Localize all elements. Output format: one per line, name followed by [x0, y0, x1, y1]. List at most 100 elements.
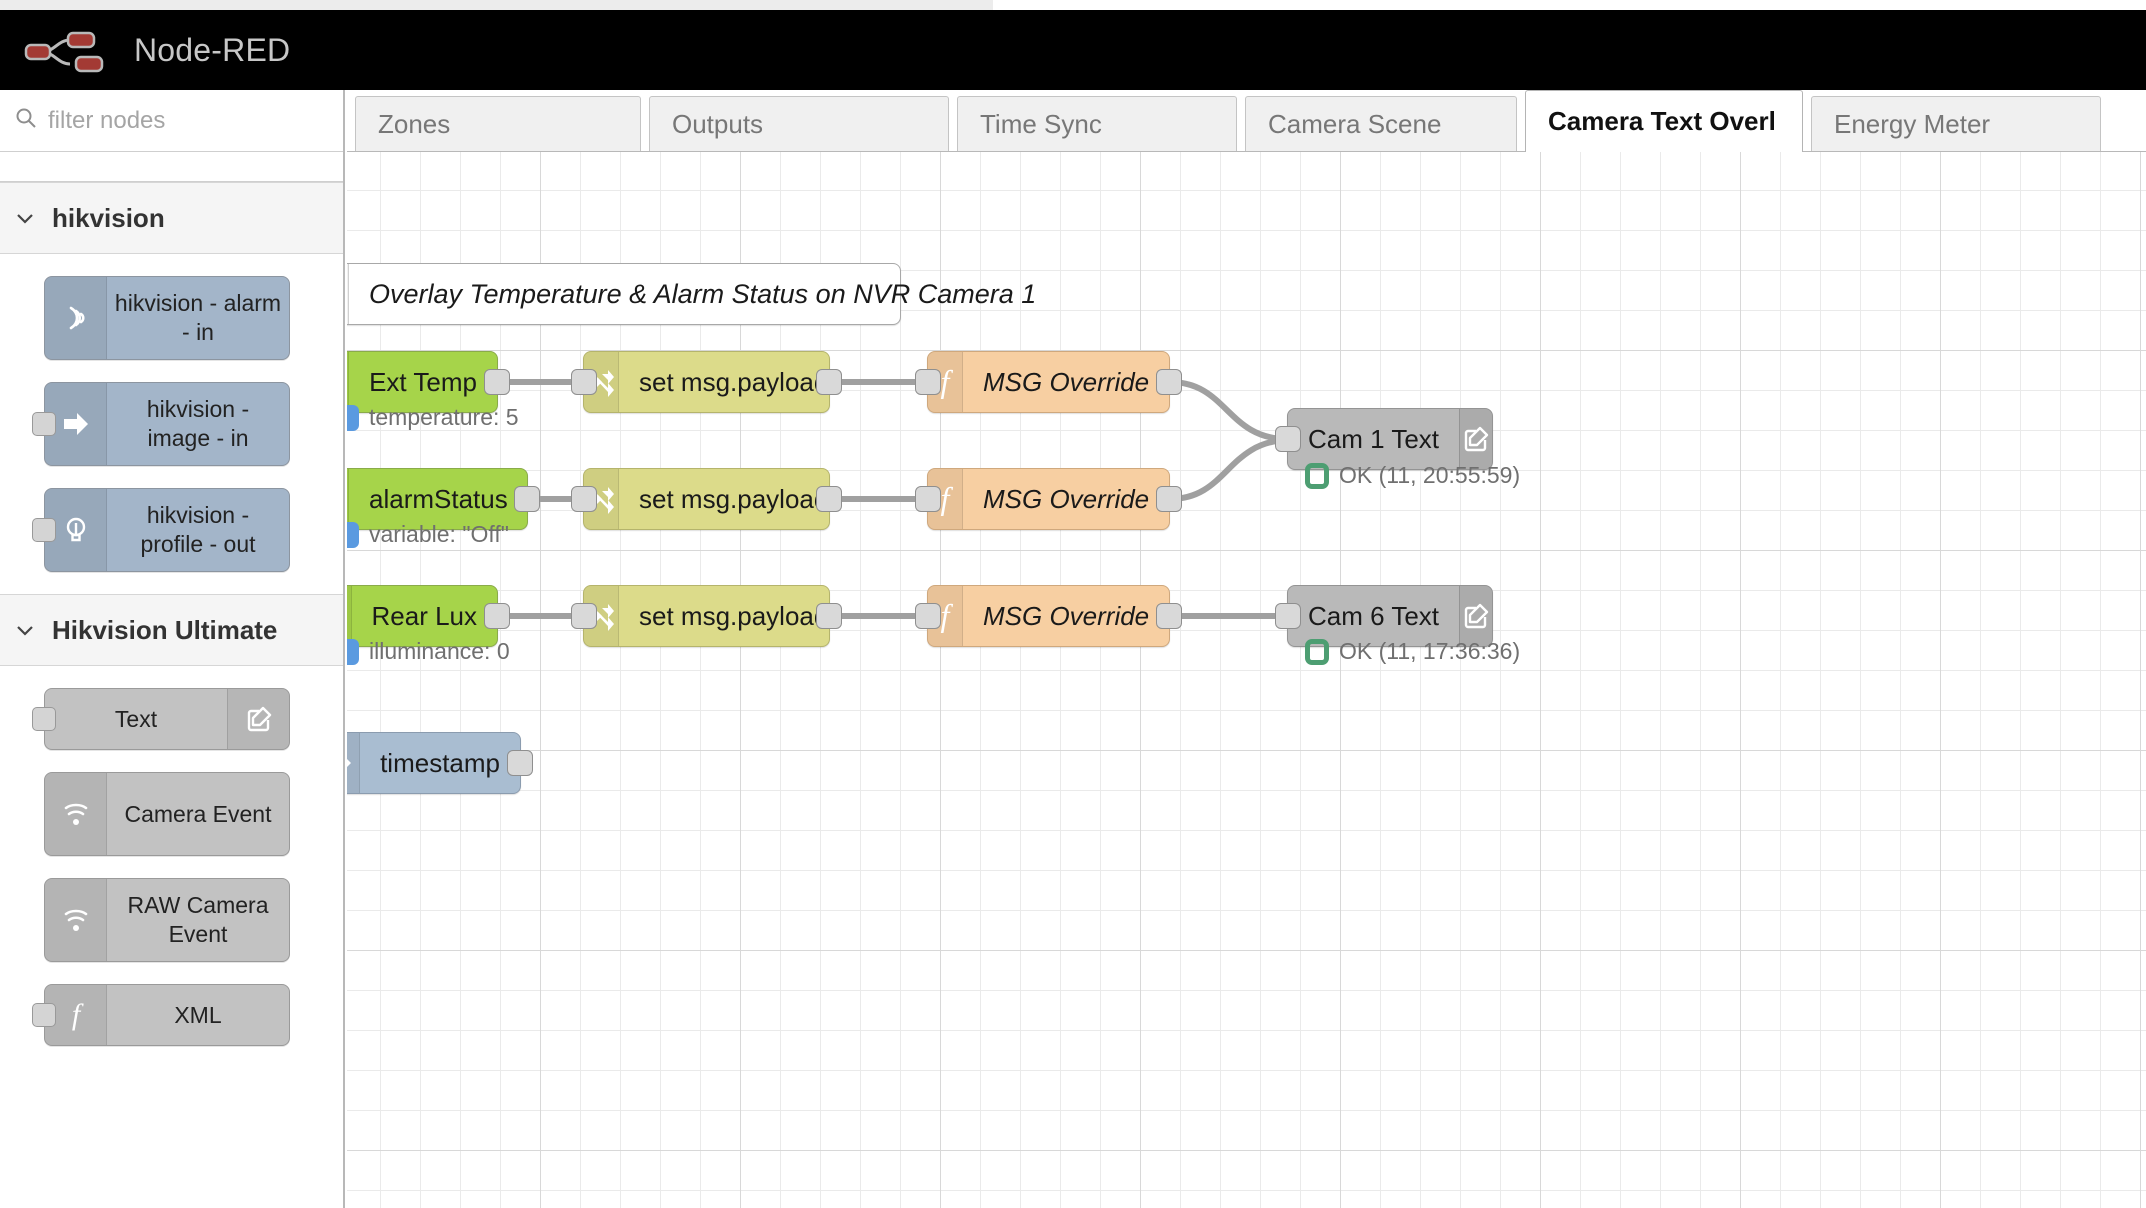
node-label: timestamp	[380, 747, 500, 778]
node-output-port[interactable]	[514, 486, 540, 512]
change-node-row-2[interactable]: set msg.payload	[571, 468, 842, 530]
palette-node-label: hikvision - alarm - in	[114, 290, 282, 345]
search-input[interactable]	[48, 106, 358, 135]
tab-time-sync[interactable]: Time Sync	[957, 96, 1237, 151]
signal-wave-icon	[347, 352, 350, 412]
tab-camera-scene[interactable]: Camera Scene	[1245, 96, 1517, 151]
svg-text:f: f	[71, 998, 83, 1031]
node-input-port[interactable]	[571, 369, 597, 395]
source-node-alarm-status[interactable]: alarmStatus	[347, 468, 540, 530]
node-status-rear-lux: illuminance: 0	[347, 638, 510, 665]
source-node-ext-temp[interactable]: Ext Temp	[347, 351, 510, 413]
signal-wave-icon	[45, 277, 107, 359]
node-output-port[interactable]	[1156, 369, 1182, 395]
node-input-port[interactable]	[915, 369, 941, 395]
wifi-icon	[45, 879, 107, 961]
tab-zones[interactable]: Zones	[355, 96, 641, 151]
palette-node-hikvision-profile-out[interactable]: hikvision - profile - out	[32, 488, 290, 572]
node-label: set msg.payload	[639, 483, 829, 514]
node-label: Ext Temp	[369, 366, 477, 397]
function-node-row-2[interactable]: f MSG Override	[915, 468, 1182, 530]
palette-category-hikvision[interactable]: hikvision	[0, 182, 343, 254]
node-label: MSG Override	[983, 600, 1150, 631]
node-input-port[interactable]	[32, 1003, 56, 1027]
svg-text:f: f	[941, 365, 954, 399]
node-output-port[interactable]	[1156, 603, 1182, 629]
palette-node-label: hikvision - image - in	[146, 396, 250, 451]
node-input-port[interactable]	[32, 707, 56, 731]
app-header: Node-RED	[0, 10, 2146, 90]
node-output-port[interactable]	[816, 486, 842, 512]
palette-node-label: Camera Event	[124, 800, 272, 827]
comment-text: Overlay Temperature & Alarm Status on NV…	[369, 278, 1037, 309]
function-node-row-1[interactable]: f MSG Override	[915, 351, 1182, 413]
source-node-rear-lux[interactable]: Rear Lux	[347, 585, 510, 647]
status-text: temperature: 5	[369, 404, 519, 430]
node-status-ext-temp: temperature: 5	[347, 404, 519, 431]
flow-wires	[495, 379, 1290, 619]
edit-pencil-icon[interactable]	[1459, 409, 1493, 469]
node-label: Cam 6 Text	[1308, 600, 1440, 631]
status-text: variable: "Off"	[369, 521, 509, 547]
node-input-port[interactable]	[571, 486, 597, 512]
app-title: Node-RED	[134, 31, 291, 68]
node-output-port[interactable]	[484, 603, 510, 629]
status-dot-blue	[347, 404, 359, 431]
function-node-row-3[interactable]: f MSG Override	[915, 585, 1182, 647]
node-palette: hikvision hikvision - alarm - in	[0, 90, 358, 1208]
svg-text:f: f	[941, 599, 954, 633]
node-input-port[interactable]	[1275, 603, 1301, 629]
change-node-row-1[interactable]: set msg.payload	[571, 351, 842, 413]
node-input-port[interactable]	[1275, 426, 1301, 452]
tab-camera-text-overlay[interactable]: Camera Text Overl	[1525, 90, 1803, 152]
comment-icon	[347, 264, 349, 324]
chevron-down-icon	[14, 619, 36, 641]
node-output-port[interactable]	[507, 750, 533, 776]
node-output-port[interactable]	[1156, 486, 1182, 512]
status-dot-blue	[347, 521, 359, 548]
palette-category-label: hikvision	[52, 202, 165, 233]
palette-node-label: XML	[174, 1001, 222, 1028]
node-output-port[interactable]	[816, 369, 842, 395]
node-label: alarmStatus	[369, 483, 508, 514]
palette-node-hikvision-alarm-in[interactable]: hikvision - alarm - in	[44, 276, 290, 360]
inject-node-timestamp[interactable]: timestamp	[347, 732, 533, 794]
palette-search-row[interactable]	[0, 90, 358, 152]
node-output-port[interactable]	[816, 603, 842, 629]
node-input-port[interactable]	[571, 603, 597, 629]
node-input-port[interactable]	[32, 412, 56, 436]
node-label: Cam 1 Text	[1308, 423, 1440, 454]
node-output-port[interactable]	[484, 369, 510, 395]
palette-category-body-hikvision-ultimate: Text Camera Event	[0, 666, 343, 1046]
node-red-logo	[24, 28, 124, 73]
edit-pencil-icon[interactable]	[1459, 586, 1493, 646]
sink-node-cam-1-text[interactable]: Cam 1 Text	[1275, 408, 1493, 470]
arrow-right-icon	[347, 733, 361, 793]
status-dot-blue	[347, 638, 359, 665]
node-label: set msg.payload	[639, 600, 829, 631]
edit-pencil-icon[interactable]	[227, 689, 289, 749]
tab-outputs[interactable]: Outputs	[649, 96, 949, 151]
flow-canvas[interactable]: Overlay Temperature & Alarm Status on NV…	[347, 152, 2146, 1208]
status-text: OK (11, 17:36:36)	[1339, 638, 1521, 664]
status-dot-green-ring	[1305, 462, 1329, 489]
palette-node-xml[interactable]: f XML	[32, 984, 290, 1046]
node-label: MSG Override	[983, 366, 1150, 397]
palette-node-hikvision-image-in[interactable]: hikvision - image - in	[32, 382, 290, 466]
palette-node-camera-event[interactable]: Camera Event	[44, 772, 290, 856]
palette-node-raw-camera-event[interactable]: RAW Camera Event	[44, 878, 290, 962]
sink-node-cam-6-text[interactable]: Cam 6 Text	[1275, 585, 1493, 647]
palette-category-hikvision-ultimate[interactable]: Hikvision Ultimate	[0, 594, 343, 666]
node-input-port[interactable]	[915, 603, 941, 629]
comment-node[interactable]: Overlay Temperature & Alarm Status on NV…	[347, 263, 1036, 325]
tab-energy-meter[interactable]: Energy Meter	[1811, 96, 2101, 151]
change-node-row-3[interactable]: set msg.payload	[571, 585, 842, 647]
status-text: illuminance: 0	[369, 638, 510, 664]
palette-node-text[interactable]: Text	[32, 688, 290, 750]
node-input-port[interactable]	[32, 518, 56, 542]
status-text: OK (11, 20:55:59)	[1339, 462, 1521, 488]
status-dot-green-ring	[1305, 638, 1329, 665]
svg-text:f: f	[941, 482, 954, 516]
node-input-port[interactable]	[915, 486, 941, 512]
node-label: MSG Override	[983, 483, 1150, 514]
